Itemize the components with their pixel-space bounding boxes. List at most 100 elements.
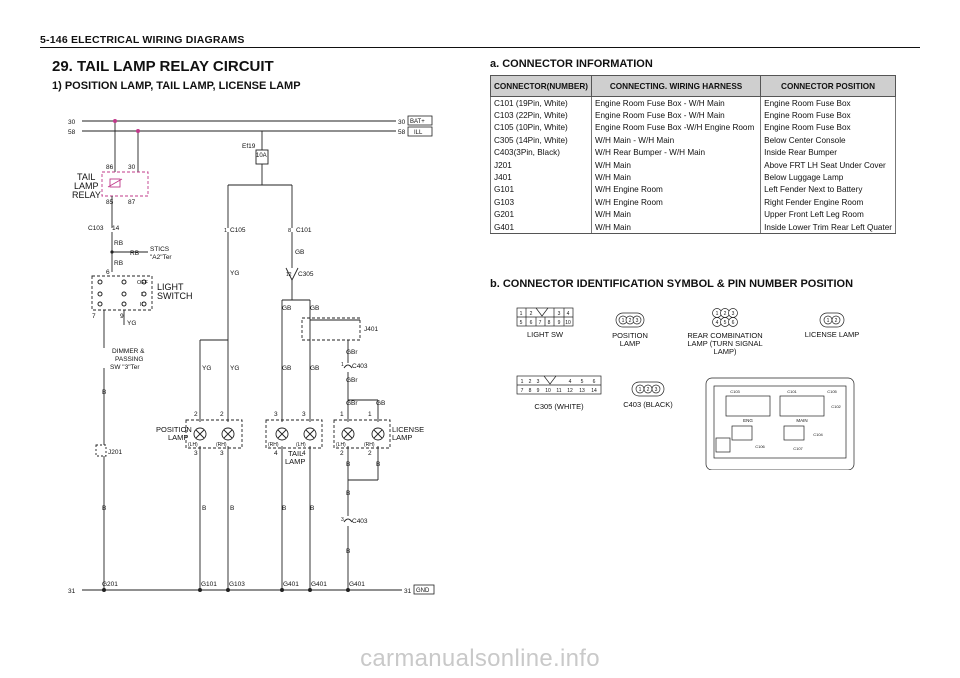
section-title: 29. TAIL LAMP RELAY CIRCUIT (52, 58, 274, 75)
pin-label: 10 (565, 320, 571, 326)
pin-label: 2 (724, 311, 727, 317)
tail-pin-top-rh: 3 (274, 411, 278, 418)
pin-label: 7 (521, 388, 524, 394)
fuse-box-c104: C104 (813, 432, 823, 437)
relay-pin-87: 87 (128, 199, 136, 206)
pin-label: 4 (567, 311, 570, 317)
dimmer-line2: PASSING (115, 356, 143, 363)
c305-pin: 12 (286, 272, 292, 278)
table-cell: J401 (489, 171, 593, 184)
ground-g401-c: G401 (349, 581, 365, 588)
pin-label: 1 (520, 311, 523, 317)
pin-label: 3 (558, 311, 561, 317)
table-cell: J201 (489, 158, 593, 172)
lic-lamp-label-1: LICENSE (392, 425, 424, 434)
relay-pin-86: 86 (106, 164, 114, 171)
pos-lamp-label-2: LAMP (168, 433, 188, 442)
tail-rh: (RH) (268, 442, 279, 448)
pos-pin-bot-rh: 3 (220, 450, 224, 457)
pin-label: 5 (520, 320, 523, 326)
c403-label: C403 (BLACK) (623, 400, 673, 409)
table-cell: W/H Main (591, 171, 762, 184)
fuse-box-main: MAIN (796, 418, 807, 423)
wire-gb-c101: GB (295, 249, 304, 256)
wire-yg-sw: YG (127, 320, 136, 327)
fuse-box-c105: C105 (827, 389, 837, 394)
license-lamp-connector (819, 312, 845, 328)
wire-b-lic-2: B (376, 461, 380, 468)
section-subtitle: 1) POSITION LAMP, TAIL LAMP, LICENSE LAM… (52, 80, 301, 92)
switch-pin-6: 6 (106, 269, 110, 276)
pin-label: 4 (716, 320, 719, 326)
lic-pin-top-rh: 1 (368, 411, 372, 418)
relay-label-1: TAIL (77, 172, 95, 182)
table-cell: Above FRT LH Seat Under Cover (760, 158, 896, 172)
lic-lamp-label-2: LAMP (392, 433, 412, 442)
wire-b-left-2: B (102, 505, 106, 512)
switch-off: OFF (137, 280, 149, 286)
j401-label: J401 (364, 326, 378, 333)
wiring-diagram: 30 58 30 58 BAT+ ILL 31 31 GND Ef19 10A … (68, 115, 435, 595)
c103-label: C103 (88, 225, 104, 232)
fuse-name: Ef19 (242, 143, 256, 150)
tail-pin-top-lh: 3 (302, 411, 306, 418)
rear-comb-label-2: LAMP (TURN SIGNAL (687, 339, 762, 348)
wire-yg-pos-rh: YG (230, 365, 239, 372)
pos-pin-top-rh: 2 (220, 411, 224, 418)
fuse-box-c102: C102 (831, 404, 841, 409)
table-cell: Upper Front Left Leg Room (760, 208, 896, 221)
pin-label: 8 (548, 320, 551, 326)
rail-31-left: 31 (68, 588, 76, 595)
c101-pin: 8 (288, 228, 291, 234)
table-cell: G101 (489, 183, 593, 197)
pin-label: 2 (529, 379, 532, 385)
dimmer-line1: DIMMER & (112, 348, 145, 355)
pin-label: 1 (716, 311, 719, 317)
fuse-box-c106: C106 (755, 444, 765, 449)
pos-pin-bot-lh: 3 (194, 450, 198, 457)
pin-label: 1 (827, 318, 830, 324)
light-sw-connector (516, 307, 574, 327)
rail-30-right: 30 (398, 119, 406, 126)
pin-label: 3 (636, 318, 639, 324)
table-cell: W/H Engine Room (591, 196, 762, 209)
table-cell: Engine Room Fuse Box (760, 96, 896, 110)
ground-g201: G201 (102, 581, 118, 588)
pin-label: 6 (732, 320, 735, 326)
pos-pin-top-lh: 2 (194, 411, 198, 418)
table-cell: Inside Lower Trim Rear Left Quater (760, 220, 896, 235)
tail-pin-bot-rh: 4 (274, 450, 278, 457)
table-cell: Engine Room Fuse Box - W/H Main (591, 109, 762, 122)
light-sw-label: LIGHT SW (527, 330, 564, 339)
wire-b-left: B (102, 389, 106, 396)
dimmer-line3: SW "3"Ter (110, 364, 140, 371)
table-cell: Below Center Console (760, 134, 896, 147)
table-row: C103 (22Pin, White)Engine Room Fuse Box … (489, 109, 896, 122)
table-cell: W/H Main (591, 220, 762, 235)
pin-label: 2 (647, 387, 650, 393)
wire-gbr-2: GBr (346, 377, 358, 384)
rear-combination-connector (712, 308, 738, 327)
wire-rb-2: RB (130, 250, 139, 257)
table-header: CONNECTING. WIRING HARNESS (591, 75, 762, 97)
ground-g401-a: G401 (283, 581, 299, 588)
connector-info-title: a. CONNECTOR INFORMATION (490, 58, 653, 70)
c101-label: C101 (296, 227, 312, 234)
pin-label: 12 (567, 388, 573, 394)
table-cell: W/H Main (591, 208, 762, 221)
table-cell: C305 (14Pin, White) (489, 134, 593, 147)
switch-pos-2: II (140, 302, 144, 308)
table-row: C101 (19Pin, White)Engine Room Fuse Box … (489, 96, 896, 110)
wire-yg-c105: YG (230, 270, 239, 277)
rail-31-right: 31 (404, 588, 412, 595)
wire-b-pos-lh: B (202, 505, 206, 512)
table-cell: Engine Room Fuse Box (760, 121, 896, 135)
lic-rh: (RH) (364, 442, 375, 448)
lic-lh: (LH) (336, 442, 346, 448)
table-header: CONNECTOR POSITION (760, 75, 896, 97)
table-row: C403(3Pin, Black)W/H Rear Bumper - W/H M… (489, 146, 896, 159)
pin-label: 9 (537, 388, 540, 394)
pin-label: 1 (521, 379, 524, 385)
